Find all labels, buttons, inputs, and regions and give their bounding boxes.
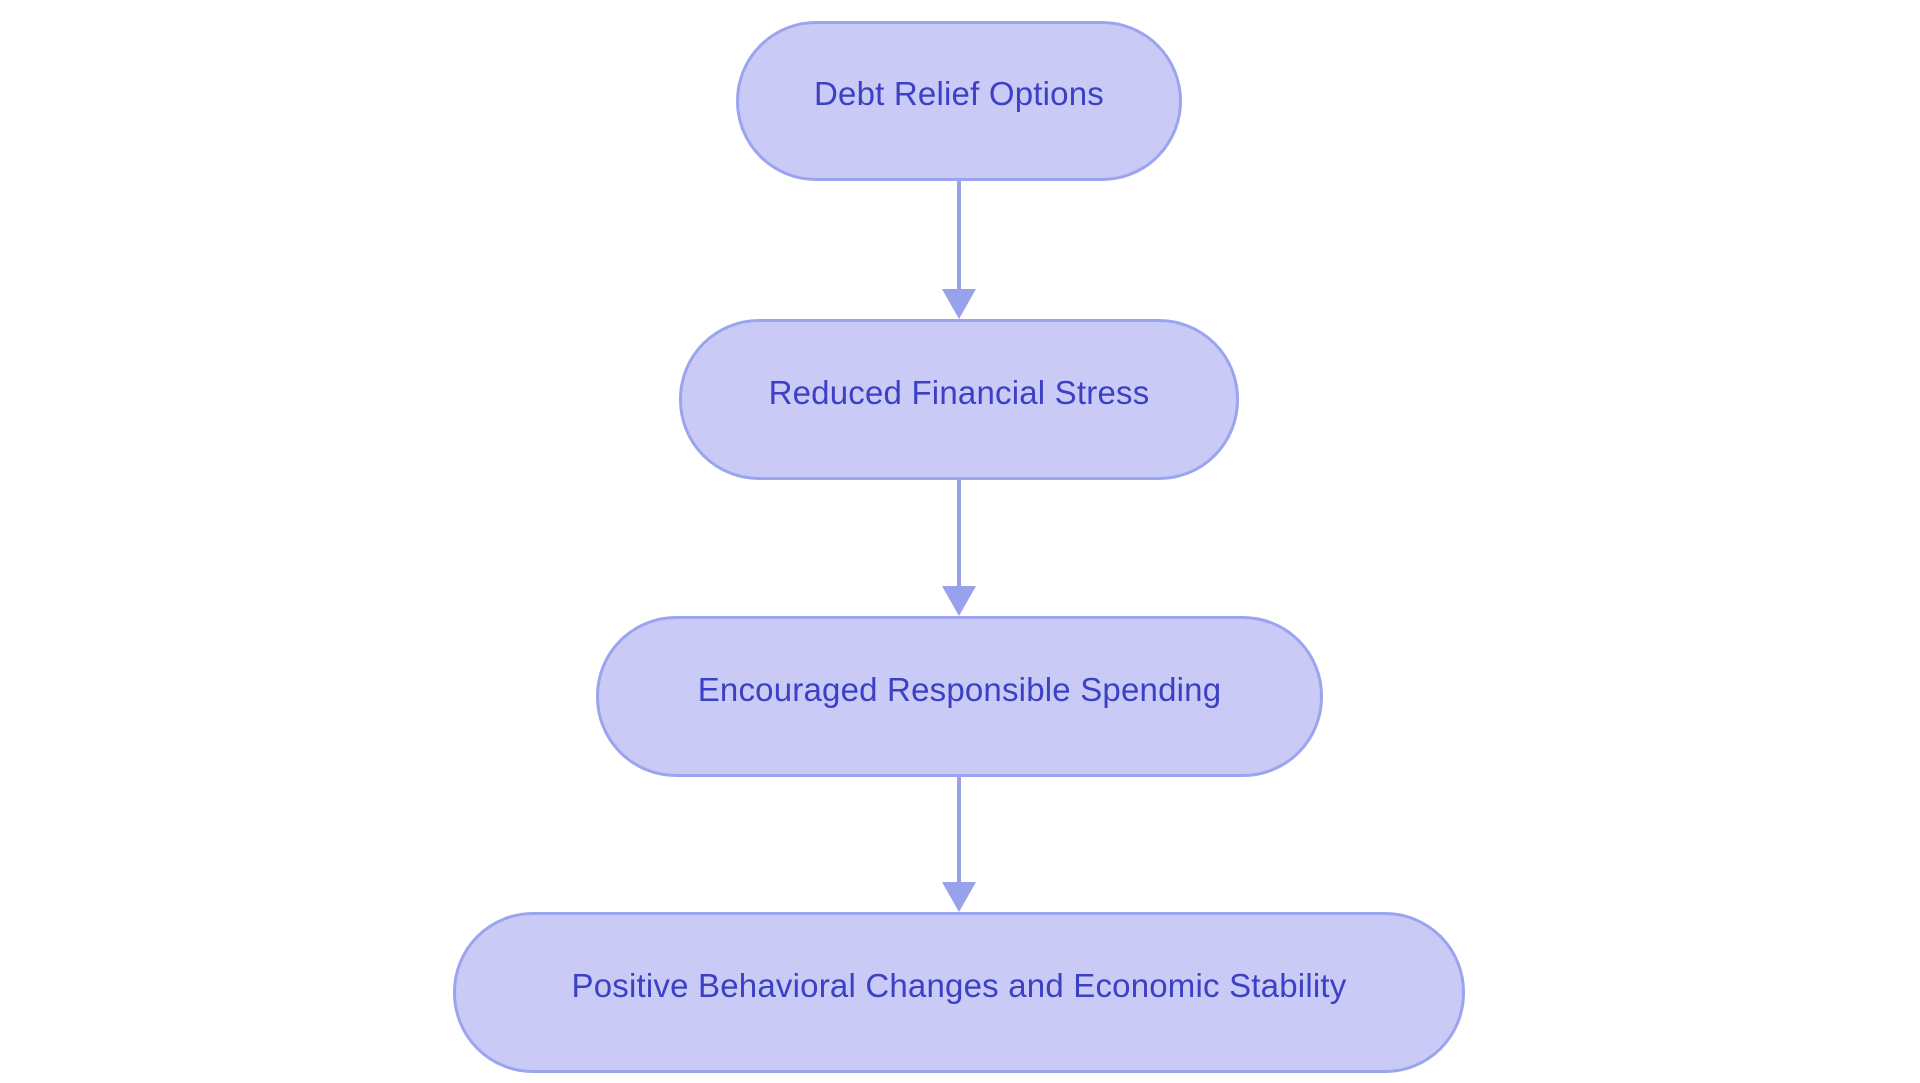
arrow-line — [957, 181, 961, 291]
arrow-line — [957, 777, 961, 884]
arrow-head-icon — [942, 289, 976, 319]
edge-arrow-n2-n3 — [942, 480, 976, 616]
arrow-head-icon — [942, 882, 976, 912]
node-label-reduced-financial-stress: Reduced Financial Stress — [768, 373, 1150, 411]
flow-node-debt-relief-options: Debt Relief Options — [736, 21, 1182, 181]
arrow-head-icon — [942, 586, 976, 616]
flow-node-encouraged-responsible-spending: Encouraged Responsible Spending — [596, 616, 1323, 777]
node-label-positive-behavioral-changes: Positive Behavioral Changes and Economic… — [571, 966, 1347, 1004]
flow-node-reduced-financial-stress: Reduced Financial Stress — [679, 319, 1239, 480]
node-label-encouraged-responsible-spending: Encouraged Responsible Spending — [697, 670, 1222, 708]
edge-arrow-n1-n2 — [942, 181, 976, 319]
node-label-debt-relief-options: Debt Relief Options — [814, 75, 1104, 112]
arrow-line — [957, 480, 961, 588]
edge-arrow-n3-n4 — [942, 777, 976, 912]
flow-node-positive-behavioral-changes: Positive Behavioral Changes and Economic… — [453, 912, 1465, 1073]
